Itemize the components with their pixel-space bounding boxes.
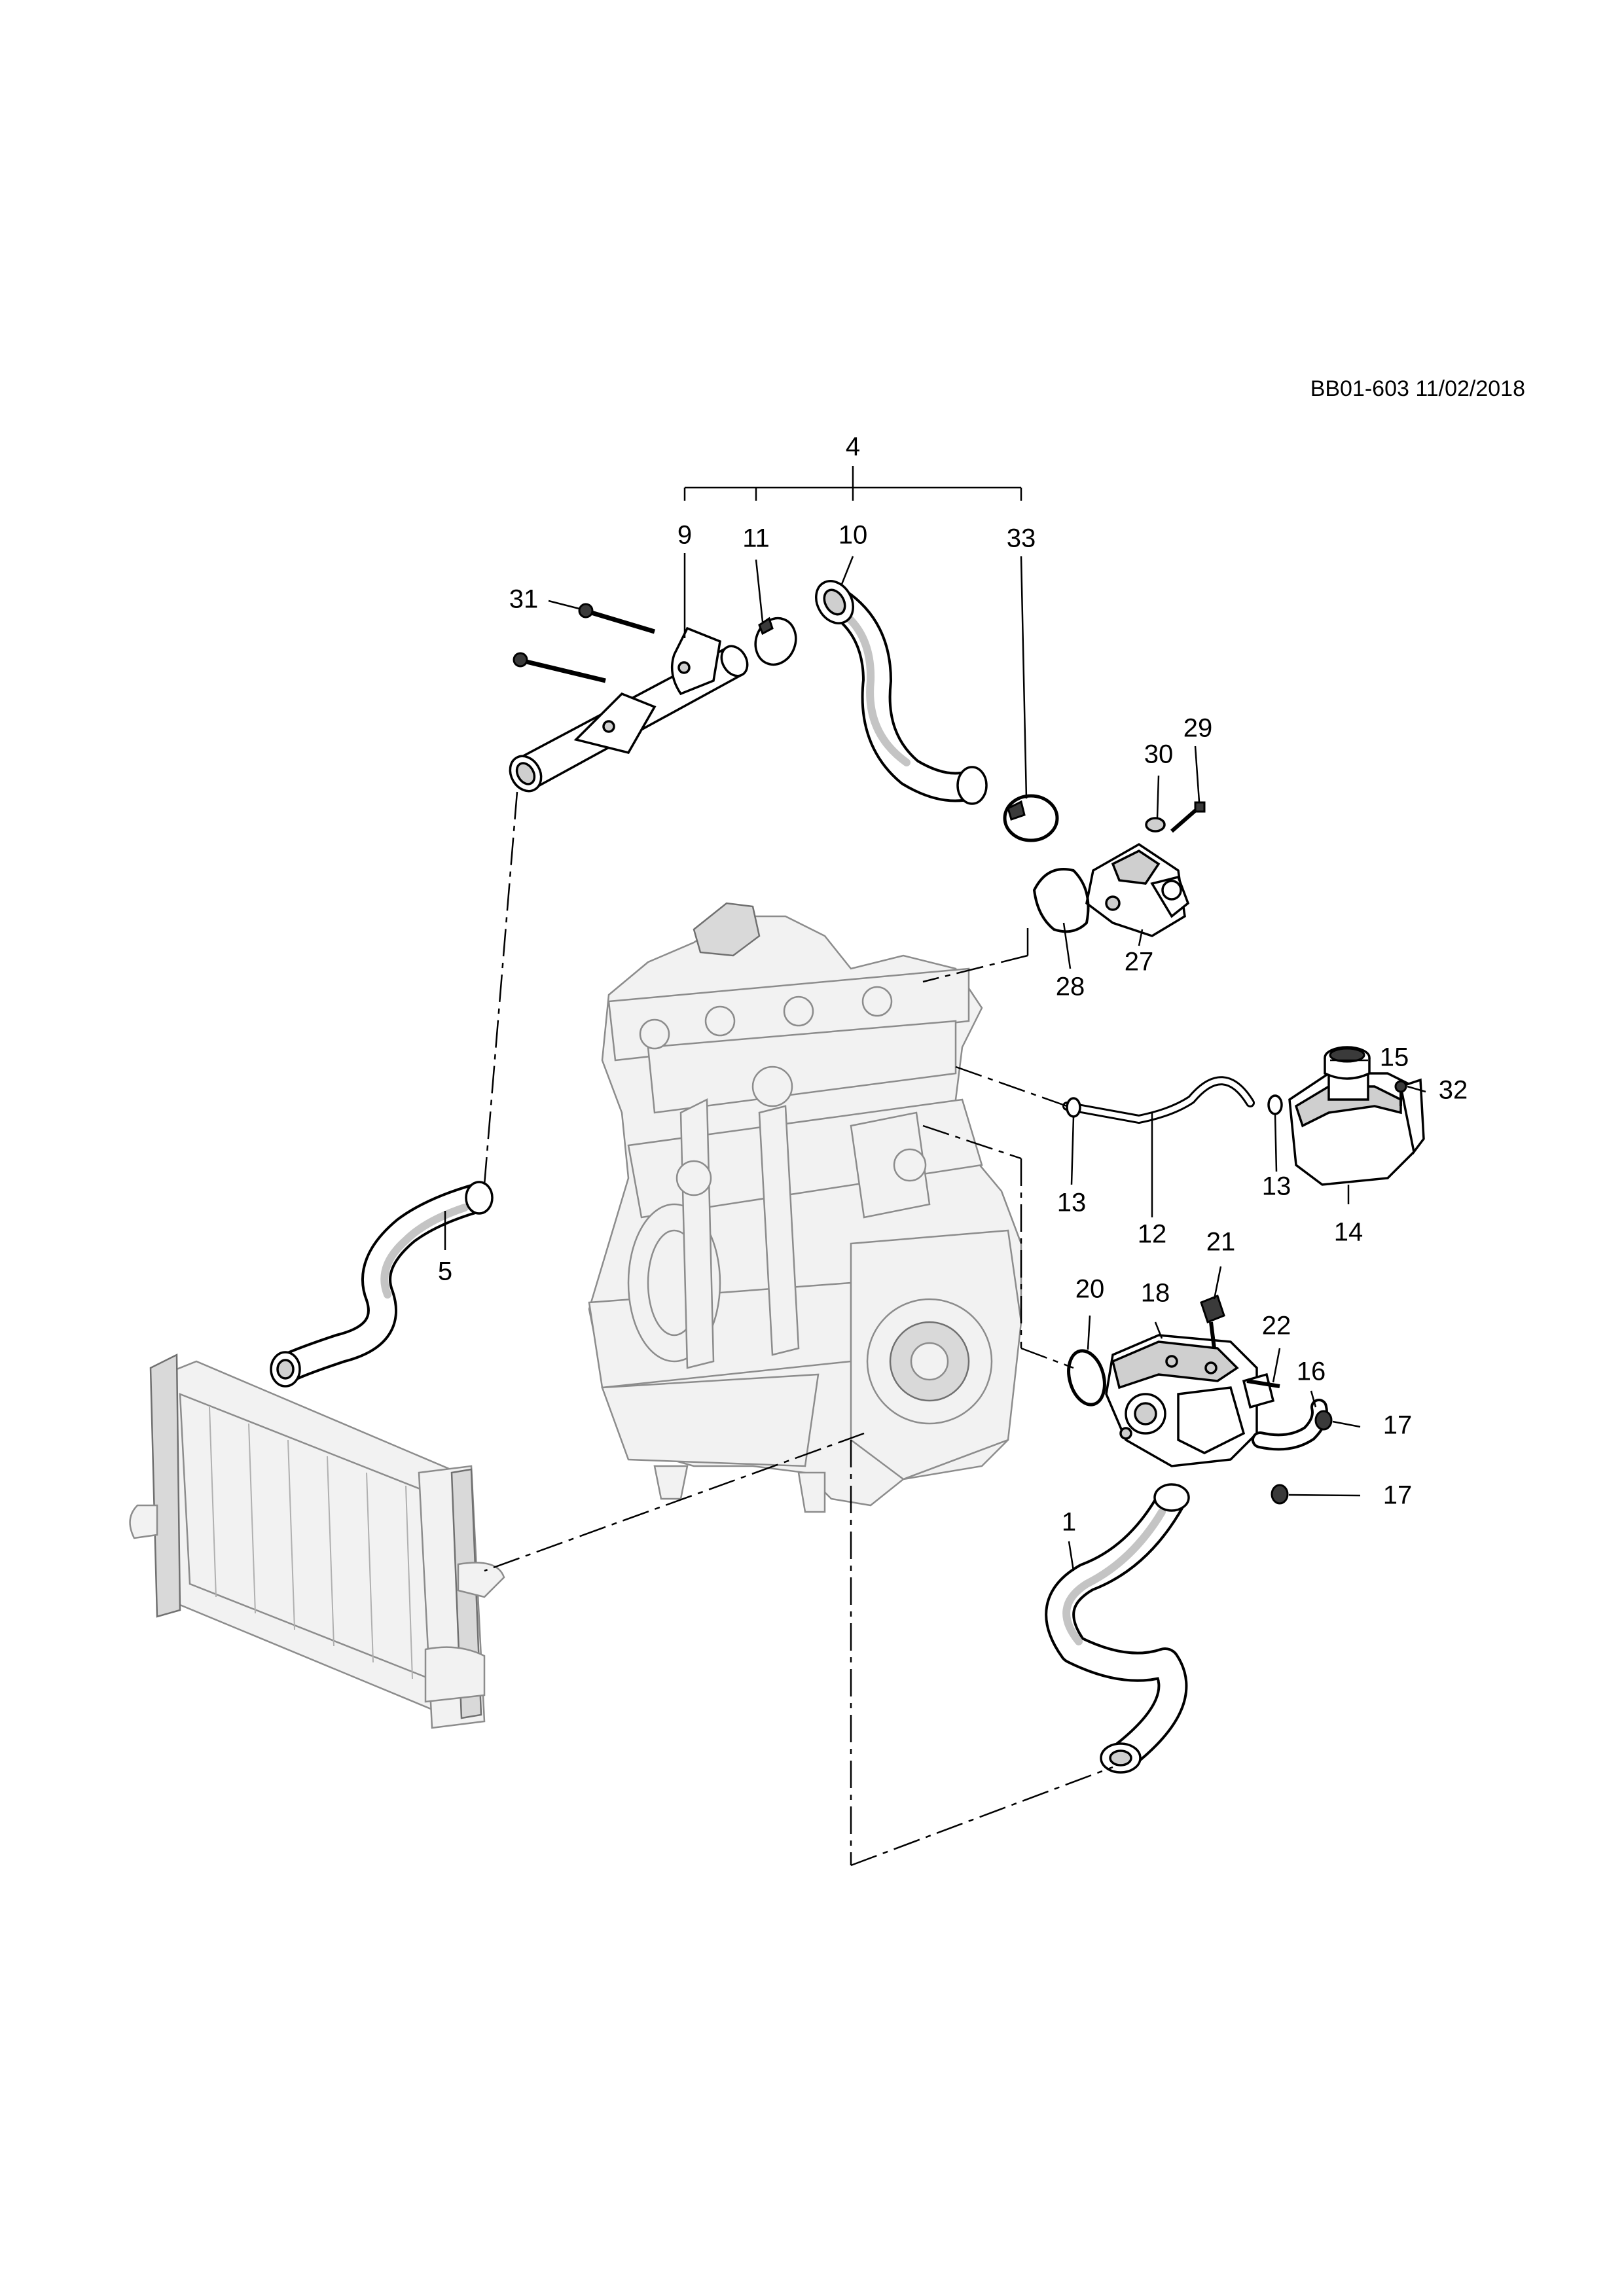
bolt-32 xyxy=(1394,1080,1407,1106)
clamp-17-lower xyxy=(1271,1484,1289,1505)
clamp-13-left xyxy=(1066,1097,1081,1118)
washer-30 xyxy=(1145,817,1166,833)
thermostat-housing-27 xyxy=(1085,842,1190,937)
assembly-lines xyxy=(483,791,1113,1867)
bolt-31-upper xyxy=(578,603,656,634)
callout-31: 31 xyxy=(509,585,539,614)
callout-1: 1 xyxy=(1062,1508,1076,1537)
lower-hose-1 xyxy=(1045,1483,1190,1774)
diagram-reference: BB01-603 11/02/2018 xyxy=(1310,376,1525,401)
upper-hose-10 xyxy=(815,580,988,805)
clamp-11 xyxy=(754,617,797,666)
callout-9: 9 xyxy=(677,521,692,550)
sensor-21 xyxy=(1200,1295,1225,1349)
engine-block xyxy=(588,902,1022,1513)
callout-16: 16 xyxy=(1297,1357,1326,1386)
radiator-hose-5 xyxy=(270,1181,494,1388)
callout-12: 12 xyxy=(1138,1220,1167,1249)
callout-21: 21 xyxy=(1206,1228,1236,1257)
radiator xyxy=(129,1353,505,1729)
bolt-29 xyxy=(1170,801,1206,833)
gasket-28 xyxy=(1032,868,1090,933)
callout-18: 18 xyxy=(1141,1279,1170,1308)
expansion-tank-14 xyxy=(1288,1072,1425,1186)
callouts: 4 9 11 10 33 31 30 29 28 27 15 32 13 13 … xyxy=(438,433,1468,1537)
clamp-33 xyxy=(1003,794,1059,842)
bypass-pipe-12 xyxy=(1062,1076,1255,1124)
callout-15: 15 xyxy=(1380,1043,1409,1072)
pin-22 xyxy=(1246,1379,1280,1388)
callout-11: 11 xyxy=(742,524,770,553)
hose-16 xyxy=(1252,1399,1328,1451)
callout-29: 29 xyxy=(1183,714,1213,743)
coolant-pipe-9 xyxy=(509,626,749,793)
bolt-31-lower xyxy=(513,652,606,683)
callout-33: 33 xyxy=(1007,524,1036,553)
callout-13-left: 13 xyxy=(1057,1189,1087,1217)
thermostat-module-18 xyxy=(1105,1334,1275,1467)
callout-28: 28 xyxy=(1056,973,1085,1001)
callout-17-upper: 17 xyxy=(1383,1411,1413,1440)
callout-10: 10 xyxy=(839,521,868,550)
callout-22: 22 xyxy=(1262,1312,1291,1340)
callout-20: 20 xyxy=(1075,1275,1105,1304)
clamp-13-right xyxy=(1267,1094,1283,1115)
callout-30: 30 xyxy=(1144,740,1174,769)
callout-27: 27 xyxy=(1125,948,1154,977)
clamp-17-upper xyxy=(1314,1410,1333,1431)
callout-13-right: 13 xyxy=(1262,1172,1291,1201)
callout-32: 32 xyxy=(1439,1076,1468,1105)
gasket-20 xyxy=(1067,1349,1106,1407)
callout-5: 5 xyxy=(438,1257,452,1286)
callout-4: 4 xyxy=(846,433,860,461)
cap-15 xyxy=(1324,1046,1371,1080)
callout-17-lower: 17 xyxy=(1383,1481,1413,1510)
leader-lines xyxy=(444,466,1426,1571)
callout-14: 14 xyxy=(1334,1218,1363,1247)
